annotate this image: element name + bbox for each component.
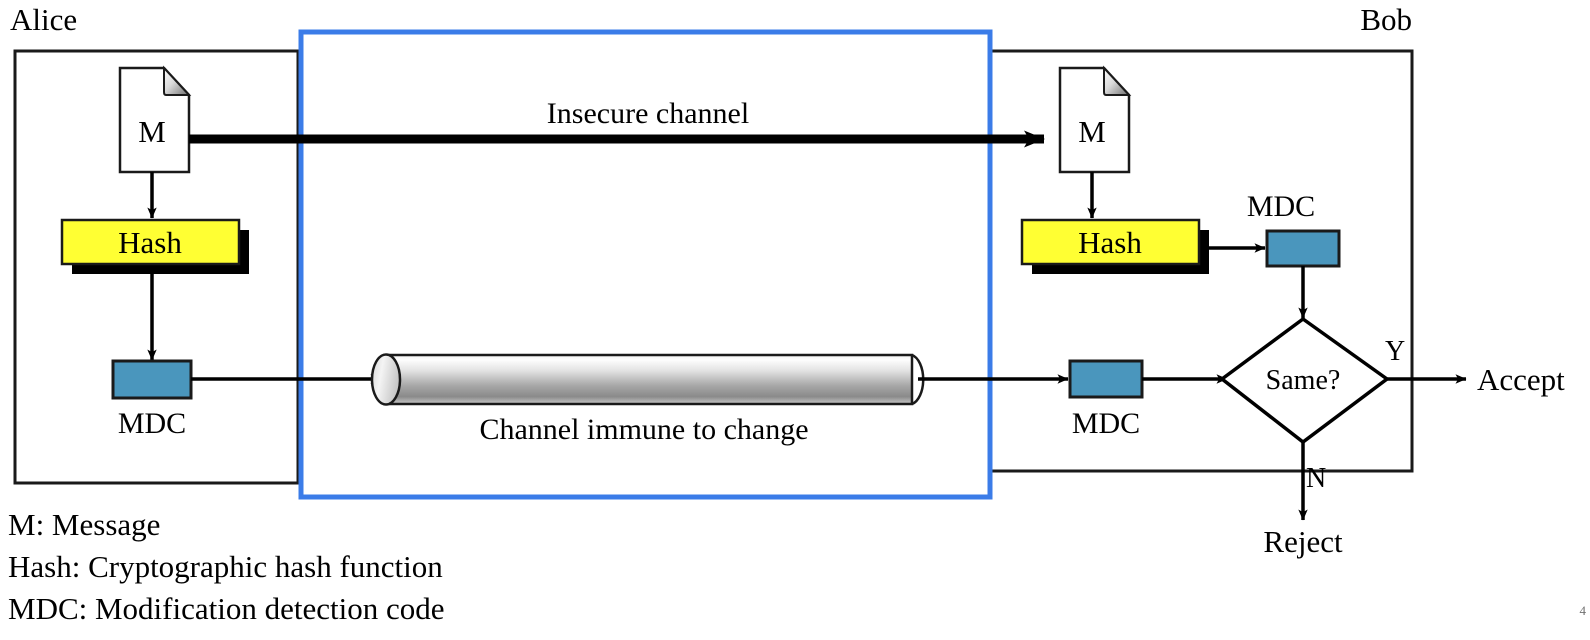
alice-mdc-label: MDC (118, 407, 186, 440)
alice-hash-box: Hash (60, 218, 249, 274)
legend-line-message: M: Message (8, 507, 160, 542)
bob-mdc-top-block: MDC (1247, 190, 1341, 268)
immune-channel-label: Channel immune to change (479, 413, 808, 446)
alice-document-label: M (138, 114, 166, 149)
bob-hash-fill (1020, 218, 1201, 266)
page-number: 4 (1580, 603, 1587, 618)
bob-mdc-top-label: MDC (1247, 190, 1315, 223)
bob-no-label: N (1306, 463, 1326, 494)
bob-mdc-bottom-label: MDC (1072, 407, 1140, 440)
bob-reject-label: Reject (1263, 524, 1343, 559)
bob-party-label: Bob (1360, 2, 1412, 37)
alice-hash-label: Hash (118, 225, 182, 260)
alice-message-document-icon: M (118, 65, 192, 174)
alice-party-label: Alice (10, 2, 77, 37)
alice-boundary-box (13, 49, 300, 485)
bob-hash-label: Hash (1078, 225, 1142, 260)
bob-document-label: M (1078, 114, 1106, 149)
bob-mdc-bottom-box (1068, 359, 1144, 399)
bob-hash-box: Hash (1020, 218, 1209, 274)
channel-region-frame (298, 29, 993, 500)
bob-accept-label: Accept (1477, 362, 1565, 397)
bob-message-document-icon: M (1058, 65, 1132, 174)
cylinder-left-cap (370, 353, 402, 406)
bob-yes-label: Y (1385, 336, 1405, 367)
legend-line-mdc: MDC: Modification detection code (8, 591, 444, 626)
insecure-channel-label: Insecure channel (547, 97, 749, 130)
bob-mdc-top-box (1265, 229, 1341, 268)
bob-decision-label: Same? (1266, 365, 1341, 396)
legend-line-hash: Hash: Cryptographic hash function (8, 549, 443, 584)
bob-decision-diamond: Same? (1219, 316, 1390, 445)
immune-channel-cylinder (370, 353, 925, 406)
alice-mdc-box (111, 359, 193, 400)
bob-mdc-bottom-block: MDC (1068, 359, 1144, 440)
alice-hash-fill (60, 218, 241, 266)
alice-mdc-block: MDC (111, 359, 193, 440)
